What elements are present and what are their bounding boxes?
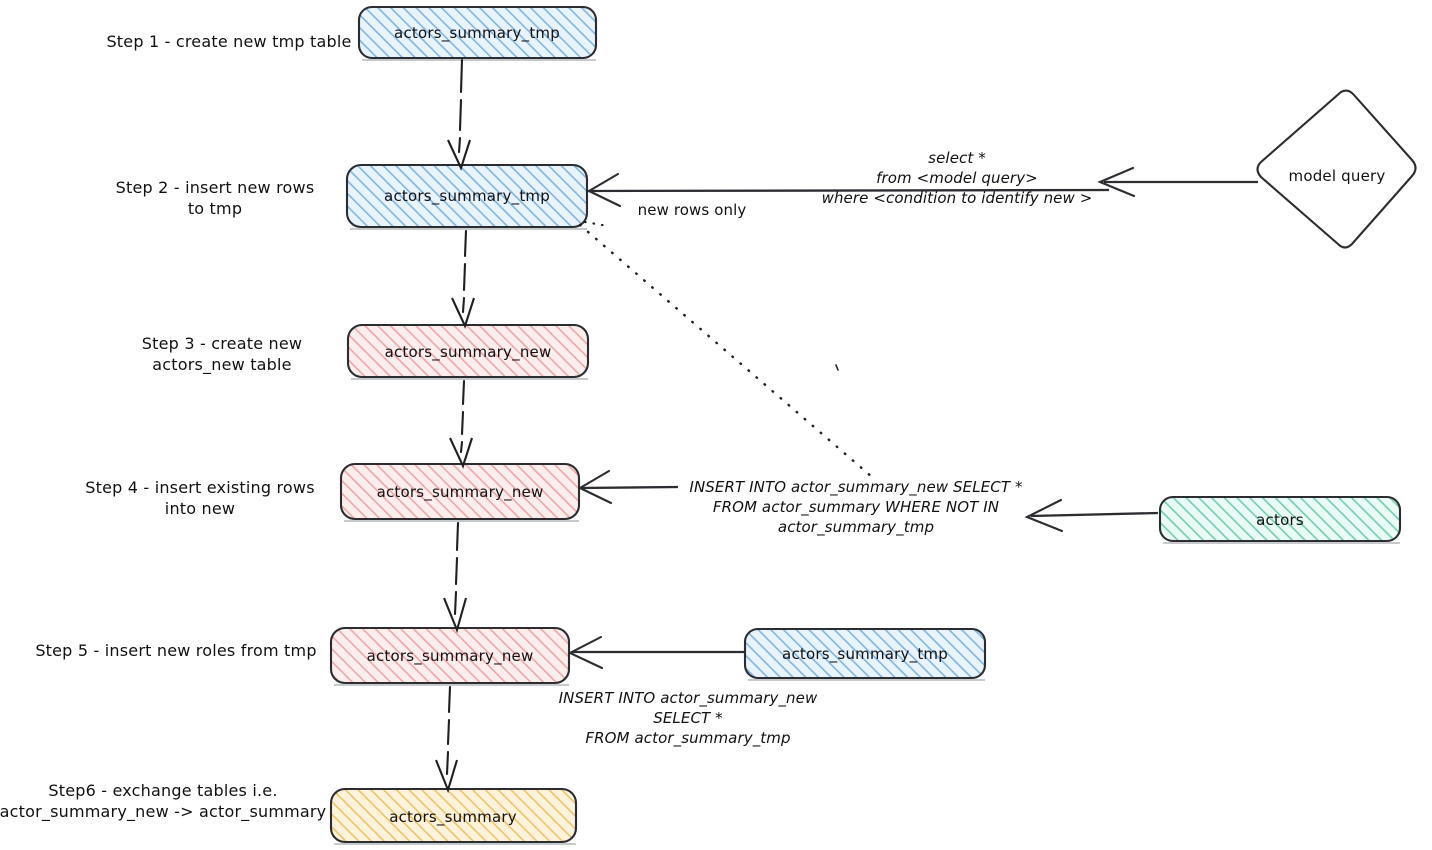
edge-step4-to-step5 [443,521,468,634]
node-actors-summary-new-4[interactable] [339,462,581,522]
node-actors-summary-6[interactable] [329,787,578,845]
edge-new-rows-to-step2 [586,172,1110,208]
edge-actors-to-insert-existing [1024,498,1159,533]
edge-step3-to-step4 [449,379,473,469]
node-actors-summary-new-3[interactable] [346,323,590,380]
stray-tick-mark [835,364,839,371]
node-actors[interactable] [1158,495,1402,544]
edge-step2-to-step3 [451,229,475,329]
node-actors-summary-tmp-2[interactable] [345,163,589,230]
node-actors-summary-tmp-1[interactable] [357,5,598,61]
node-model-query-diamond[interactable] [1256,89,1417,249]
edge-insert-existing-to-step4 [577,469,679,505]
node-actors-summary-new-5[interactable] [329,626,571,686]
edge-model-query-to-sql [1097,166,1258,198]
node-actors-summary-tmp-right[interactable] [743,627,987,681]
edge-step5-to-step6 [435,685,459,794]
edge-tmp-right-to-step5 [567,635,744,670]
edge-step1-to-step2 [447,58,471,171]
edge-step2-dotted-to-step4-sql [578,220,874,479]
